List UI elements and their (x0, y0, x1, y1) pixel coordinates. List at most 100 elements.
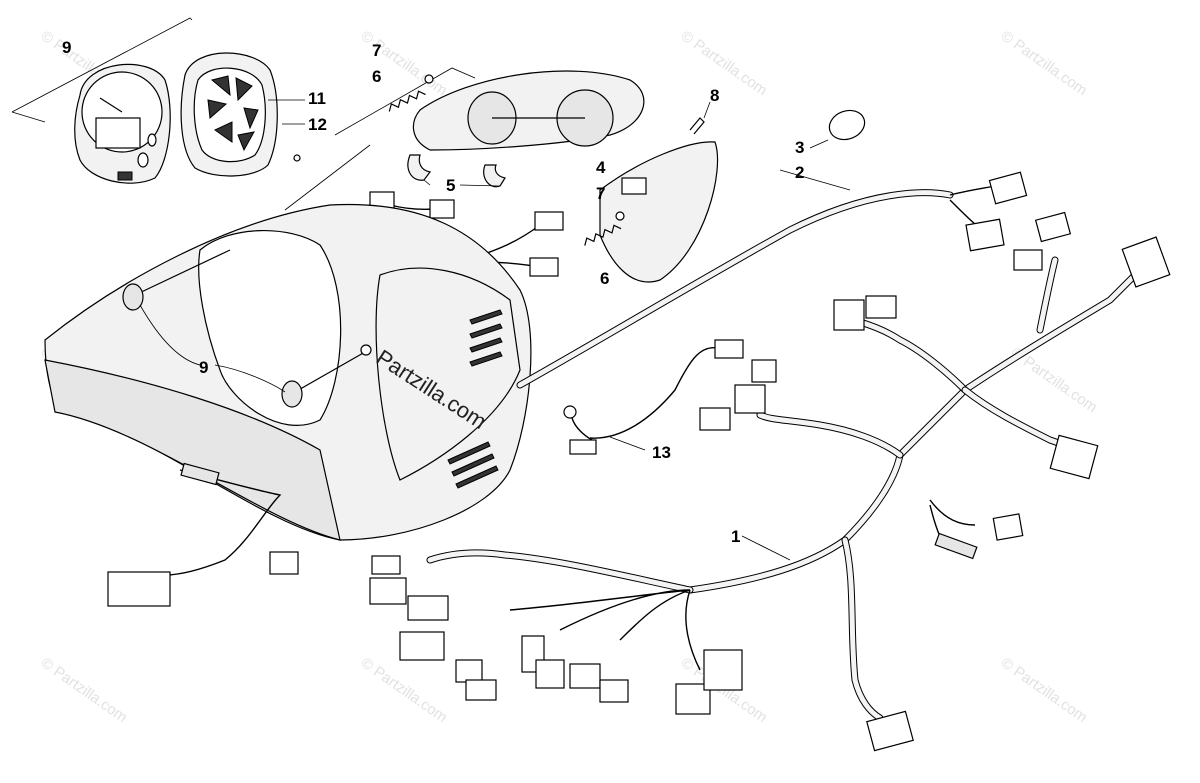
callout-6-lower: 6 (600, 269, 609, 288)
spring-6-lower (584, 224, 622, 246)
connector-left-1 (371, 555, 401, 575)
nut-7-upper (424, 74, 434, 84)
callout-9: 9 (199, 358, 208, 377)
connector-left-3 (407, 595, 449, 621)
hood-multi-connector (107, 571, 171, 607)
leader-3 (809, 139, 829, 149)
cover-vents (207, 75, 259, 152)
gauge-needle (99, 97, 123, 113)
connector-left-10 (599, 679, 629, 703)
hood-plug (180, 462, 220, 486)
hood-lower-panel (44, 359, 341, 541)
bulb-socket-5-left (407, 154, 432, 181)
hood-bolt-lower (294, 351, 366, 393)
connector-main-right (1121, 236, 1171, 288)
callout-11: 11 (308, 89, 326, 108)
connector-upper-right-2 (1013, 249, 1043, 271)
wire-13-lead (589, 346, 719, 439)
bracket-line (284, 144, 371, 211)
nut-7-lower (615, 211, 625, 221)
connector-mid-3 (751, 359, 777, 383)
bracket-line (334, 67, 476, 136)
leader-2 (779, 169, 851, 191)
callout-5: 5 (446, 176, 455, 195)
connector-left-8 (535, 659, 565, 689)
wire-13-clip (569, 439, 597, 455)
spring-6-upper (388, 90, 426, 112)
harness-1-spine (686, 266, 1144, 594)
gauge-assembly (11, 17, 305, 184)
screw-12 (293, 154, 301, 162)
callout-3: 3 (795, 138, 804, 157)
watermark: © Partzilla.com (998, 654, 1091, 726)
headlight-connector (429, 199, 455, 219)
callout-4: 4 (596, 158, 606, 177)
watermark: © Partzilla.com (358, 654, 451, 726)
hood-grommet (360, 344, 372, 356)
callout-1: 1 (731, 527, 740, 546)
connector-left-12 (703, 649, 743, 691)
gauge-lcd (95, 117, 141, 149)
connector-left-9 (569, 663, 601, 689)
harness-2-connector (965, 218, 1005, 252)
leader-5 (459, 184, 501, 187)
plug-down-right (934, 532, 978, 560)
gauge-button (147, 133, 157, 147)
connector-left-4 (399, 631, 445, 661)
hood-knob-lower (281, 380, 303, 408)
connector-left-6 (465, 679, 497, 701)
connector-lower-right (1049, 434, 1099, 480)
connector-mid-top (833, 299, 865, 331)
leader-5 (423, 179, 431, 186)
hood-side-panel (375, 267, 521, 481)
connector-left-2 (369, 577, 407, 605)
leader-9 (139, 304, 201, 366)
callout-12: 12 (308, 115, 327, 134)
ring-3 (828, 109, 866, 141)
wire-13 (563, 339, 744, 455)
hood-vents (447, 309, 503, 489)
hood-knob-upper (122, 283, 144, 311)
connector-mid-2 (699, 407, 731, 431)
watermark: © Partzilla.com (358, 27, 451, 99)
hood-harness (164, 469, 282, 576)
hood-cutout (198, 230, 342, 426)
bracket-line (11, 17, 193, 113)
callouts: 9 11 12 7 6 8 5 4 7 6 3 2 9 13 1 (62, 38, 804, 546)
watermark: © Partzilla.com (678, 27, 771, 99)
watermark: © Partzilla.com (38, 654, 131, 726)
hood-clip (269, 551, 299, 575)
fastener-8 (689, 117, 705, 135)
watermark: © Partzilla.com (998, 27, 1091, 99)
callout-7-lower: 7 (596, 184, 605, 203)
connector-down-right (992, 513, 1024, 541)
harness-1-upper-branch (856, 318, 969, 394)
connector-bottom-right (866, 710, 914, 752)
bracket-line (11, 111, 46, 123)
left-branch-wires (509, 589, 701, 671)
leader-13 (609, 436, 646, 451)
leader-9 (214, 364, 286, 393)
callout-13: 13 (652, 443, 671, 462)
callout-10: 9 (62, 38, 71, 57)
connector-left-5 (455, 659, 483, 683)
leader-8 (703, 101, 711, 119)
harness-1 (369, 211, 1171, 752)
harness-2 (516, 109, 1028, 389)
headlight-assembly (284, 67, 719, 283)
wire-13-connector (714, 339, 744, 359)
wire-13-ring-terminal (563, 405, 577, 419)
leader-1 (741, 535, 791, 561)
connector-mid-top-2 (865, 295, 897, 319)
headlight-housing-lower (599, 141, 719, 283)
hood-assembly (44, 203, 532, 607)
connector-upper-right (1034, 211, 1072, 243)
gauge-connector (117, 171, 133, 181)
callout-7-upper: 7 (372, 41, 381, 60)
bulb-socket-5-right (483, 164, 506, 188)
lower-lens (621, 177, 647, 195)
connector-mid (734, 384, 766, 414)
harness-1-left-branch (426, 549, 694, 594)
callout-8: 8 (710, 86, 719, 105)
